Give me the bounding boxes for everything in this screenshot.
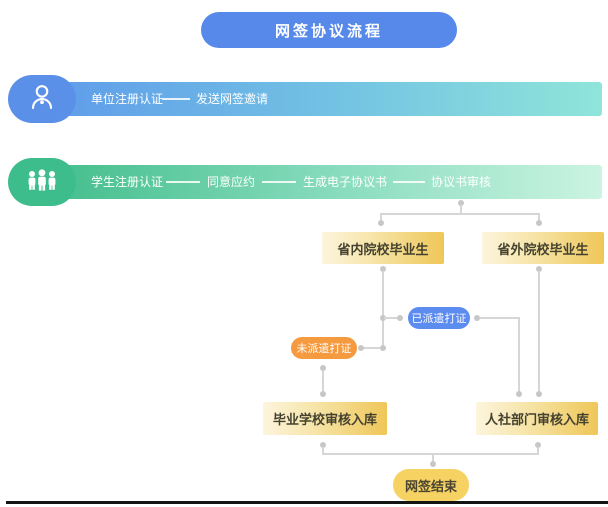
connector-dot (536, 391, 542, 397)
connector-dot (320, 442, 326, 448)
step-dash (262, 181, 296, 183)
node-end: 网签结束 (393, 469, 469, 501)
student-step-register: 学生注册认证 (91, 175, 164, 189)
node-out-province-graduates: 省外院校毕业生 (482, 232, 604, 264)
connector-line (538, 213, 540, 221)
connector-line (480, 317, 520, 319)
connector-line (322, 453, 539, 455)
node-dispatched-cert: 已派遣打证 (408, 307, 470, 329)
connector-line (537, 447, 539, 455)
bottom-border-line (6, 501, 608, 504)
node-not-dispatched-cert: 未派遣打证 (291, 337, 357, 359)
connector-line (382, 271, 384, 349)
unit-lane-icon-badge (8, 75, 76, 123)
student-lane-icon-badge (8, 158, 76, 206)
person-icon (27, 82, 57, 117)
page-title: 网签协议流程 (201, 12, 457, 48)
connector-dot (458, 200, 464, 206)
unit-lane-bar (40, 82, 602, 116)
connector-dot (474, 315, 480, 321)
connector-line (380, 213, 540, 215)
connector-dot (380, 345, 386, 351)
student-lane-bar (40, 165, 602, 199)
connector-dot (380, 266, 386, 272)
connector-dot (516, 391, 522, 397)
connector-line (460, 205, 462, 214)
connector-dot (536, 220, 542, 226)
connector-dot (380, 315, 386, 321)
connector-line (384, 317, 397, 319)
connector-dot (536, 266, 542, 272)
step-dash (166, 181, 200, 183)
node-in-province-graduates: 省内院校毕业生 (322, 232, 444, 264)
connector-dot (430, 461, 436, 467)
connector-dot (535, 442, 541, 448)
node-hr-review: 人社部门审核入库 (476, 402, 598, 435)
connector-dot (320, 365, 326, 371)
connector-line (432, 455, 434, 462)
connector-dot (320, 391, 326, 397)
connector-line (322, 447, 324, 455)
group-icon (24, 167, 60, 198)
step-dash (393, 181, 425, 183)
connector-line (518, 317, 520, 393)
unit-step-invite: 发送网签邀请 (196, 92, 269, 106)
student-step-agree: 同意应约 (207, 175, 256, 189)
unit-step-register: 单位注册认证 (91, 92, 164, 106)
connector-line (361, 347, 380, 349)
step-dash (162, 98, 190, 100)
student-step-review: 协议书审核 (431, 175, 492, 189)
node-school-review: 毕业学校审核入库 (263, 402, 387, 435)
student-step-generate: 生成电子协议书 (303, 175, 388, 189)
connector-dot (378, 220, 384, 226)
connector-dot (397, 315, 403, 321)
connector-line (380, 213, 382, 221)
connector-dot (358, 345, 364, 351)
connector-line (538, 271, 540, 391)
connector-line (322, 371, 324, 391)
